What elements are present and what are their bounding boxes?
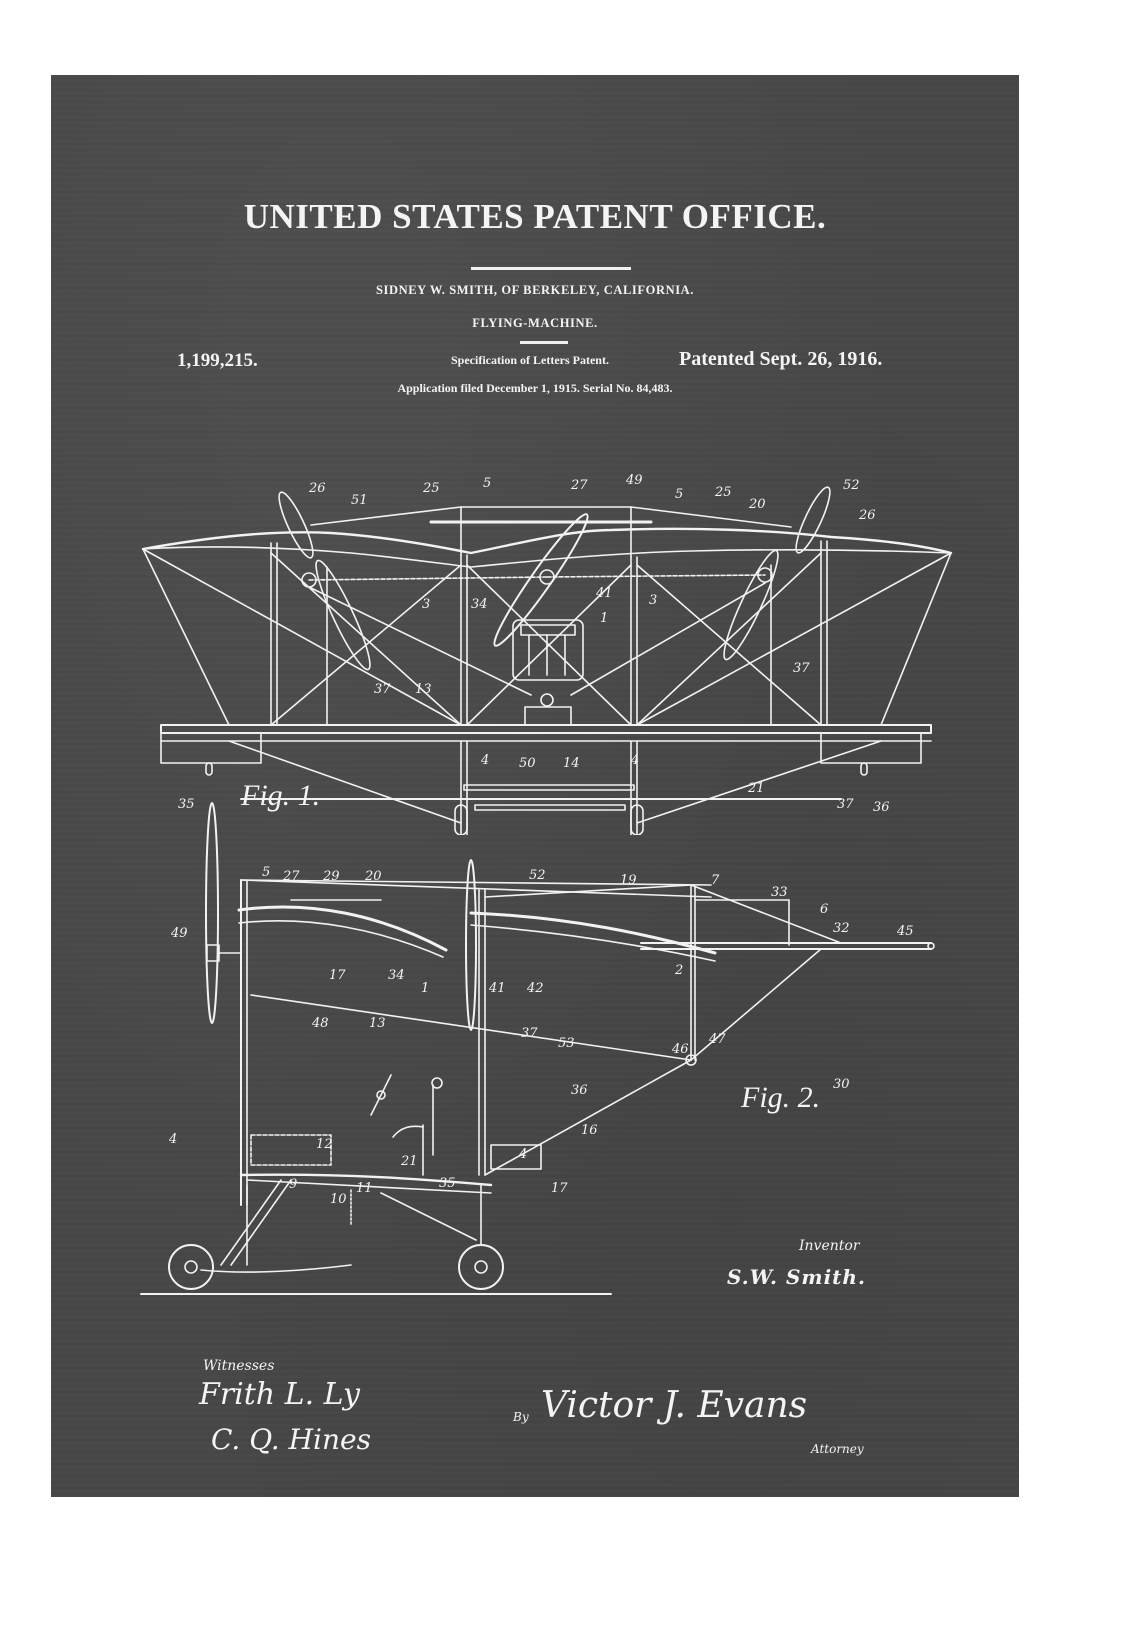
figure-2-side-view — [140, 802, 935, 1295]
callout: 3 — [422, 597, 430, 612]
callout: 51 — [351, 493, 368, 508]
figure-1-label: Fig. 1. — [240, 779, 320, 812]
inventor-label: Inventor — [799, 1238, 860, 1254]
figure-1-front-view — [141, 486, 953, 835]
callout: 4 — [630, 753, 639, 768]
callout: 37 — [837, 797, 854, 812]
by-label: By — [513, 1410, 529, 1424]
callout: 41 — [595, 586, 613, 601]
callout: 42 — [526, 981, 544, 996]
callout: 35 — [178, 797, 195, 812]
callout: 25 — [422, 481, 440, 496]
callout: 36 — [571, 1083, 588, 1098]
callout: 13 — [369, 1016, 386, 1031]
title-divider — [471, 267, 631, 270]
callout: 29 — [322, 869, 340, 884]
callout: 12 — [316, 1137, 333, 1152]
callout: 30 — [833, 1077, 850, 1092]
callout: 33 — [771, 885, 788, 900]
callout: 34 — [388, 968, 405, 983]
callout: 27 — [282, 869, 300, 884]
callout: 4 — [480, 753, 489, 768]
callout: 3 — [649, 593, 657, 608]
callout: 7 — [711, 873, 720, 888]
inventor-signature: S.W. Smith. — [727, 1265, 866, 1289]
callout: 21 — [747, 781, 765, 796]
callout: 47 — [708, 1032, 726, 1047]
callout: 37 — [521, 1026, 538, 1041]
witness-signature-1: Frith L. Ly — [199, 1377, 361, 1412]
callout: 41 — [488, 981, 506, 996]
callout: 46 — [671, 1042, 689, 1057]
attorney-signature: Victor J. Evans — [541, 1385, 808, 1426]
callout: 13 — [415, 682, 432, 697]
application-line: Application filed December 1, 1915. Seri… — [397, 381, 673, 395]
callout: 16 — [581, 1123, 598, 1138]
callout: 49 — [170, 926, 188, 941]
patent-poster-board: UNITED STATES PATENT OFFICE. SIDNEY W. S… — [51, 75, 1019, 1497]
callout: 5 — [262, 865, 270, 880]
office-title: UNITED STATES PATENT OFFICE. — [243, 197, 827, 236]
callout: 34 — [471, 597, 488, 612]
callout: 35 — [439, 1176, 456, 1191]
callout: 17 — [551, 1181, 568, 1196]
callout: 32 — [833, 921, 850, 936]
callout: 2 — [674, 963, 683, 978]
callout: 19 — [620, 873, 637, 888]
attorney-label: Attorney — [811, 1442, 864, 1456]
callout: 27 — [570, 478, 588, 493]
callout: 52 — [843, 478, 860, 493]
callout-labels: 26 51 25 5 27 49 5 25 20 52 26 3 34 41 1… — [168, 473, 914, 1207]
callout: 50 — [519, 756, 536, 771]
callout: 52 — [529, 868, 546, 883]
callout: 14 — [563, 756, 580, 771]
callout: 5 — [675, 487, 683, 502]
callout: 4 — [518, 1147, 527, 1162]
witness-signature-2: C. Q. Hines — [211, 1423, 371, 1456]
callout: 48 — [311, 1016, 329, 1031]
inventor-line: SIDNEY W. SMITH, OF BERKELEY, CALIFORNIA… — [375, 283, 695, 297]
callout: 26 — [858, 508, 876, 523]
invention-divider — [520, 341, 568, 344]
callout: 6 — [820, 902, 828, 917]
callout: 17 — [329, 968, 346, 983]
patent-number: 1,199,215. — [177, 350, 258, 371]
callout: 45 — [896, 924, 914, 939]
invention-title: FLYING-MACHINE. — [472, 316, 598, 330]
patented-date: Patented Sept. 26, 1916. — [679, 348, 883, 370]
callout: 37 — [793, 661, 810, 676]
callout: 49 — [625, 473, 643, 488]
callout: 9 — [289, 1177, 297, 1192]
figure-2-label: Fig. 2. — [740, 1081, 820, 1114]
specification-label: Specification of Letters Patent. — [451, 353, 609, 367]
callout: 20 — [748, 497, 766, 512]
witnesses-label: Witnesses — [203, 1358, 275, 1374]
callout: 53 — [558, 1036, 575, 1051]
callout: 10 — [330, 1192, 347, 1207]
callout: 26 — [308, 481, 326, 496]
callout: 1 — [600, 611, 608, 626]
callout: 21 — [400, 1154, 418, 1169]
callout: 5 — [483, 476, 491, 491]
callout: 20 — [364, 869, 382, 884]
callout: 37 — [374, 682, 391, 697]
callout: 36 — [873, 800, 890, 815]
callout: 11 — [356, 1181, 373, 1196]
callout: 1 — [421, 981, 429, 996]
callout: 25 — [714, 485, 732, 500]
callout: 4 — [168, 1132, 177, 1147]
